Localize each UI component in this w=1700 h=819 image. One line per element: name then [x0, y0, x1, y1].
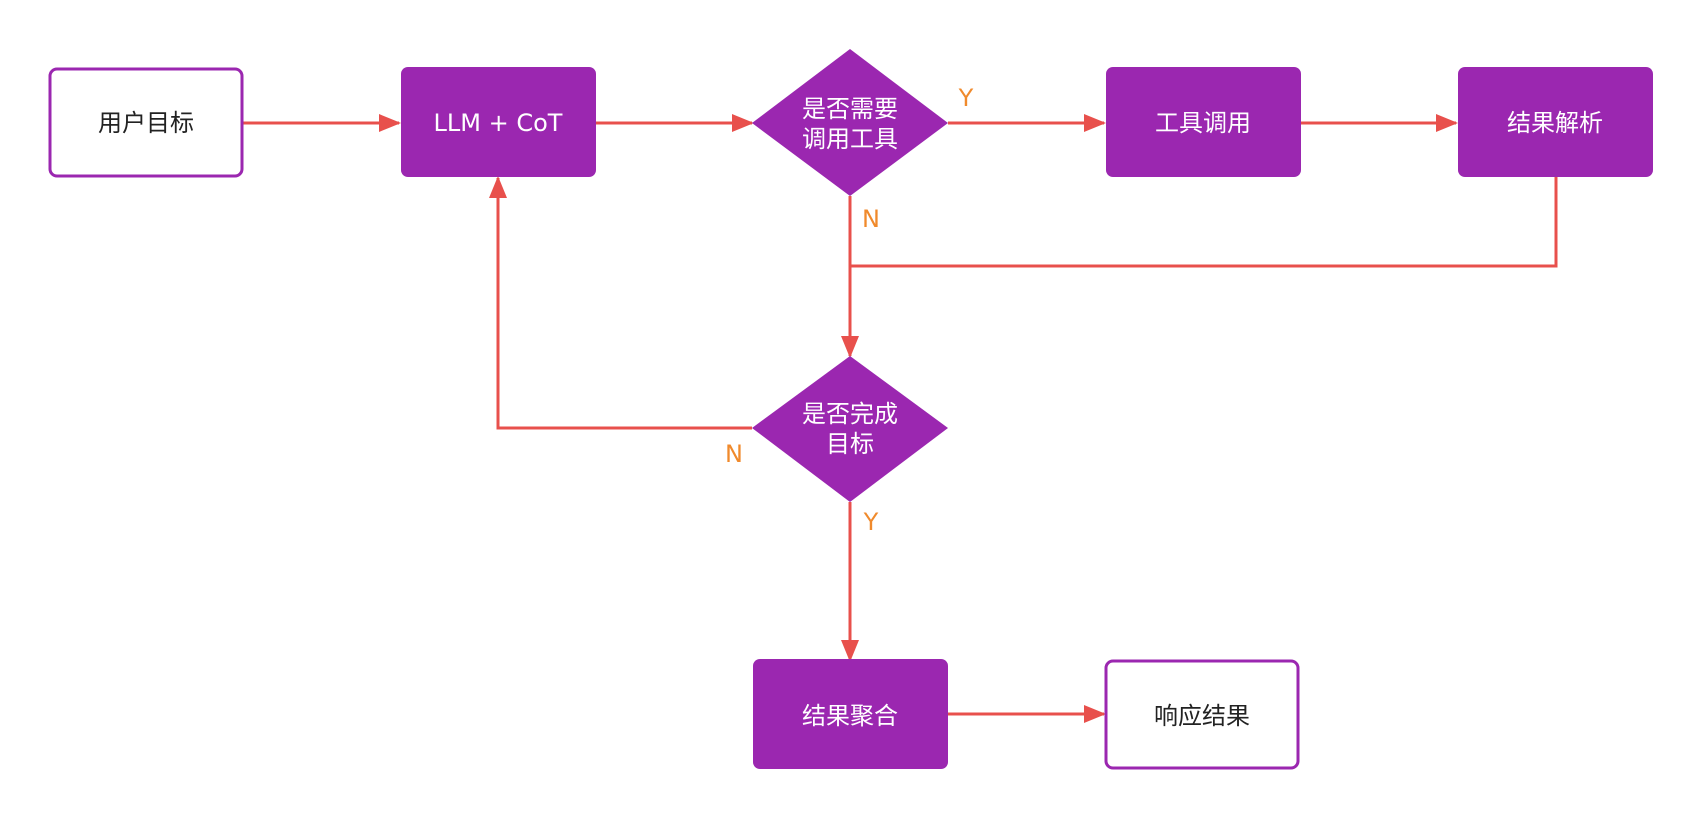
decision-done[interactable]: 是否完成 目标 [752, 356, 948, 502]
decision-done-label-line1: 是否完成 [802, 400, 898, 428]
edge-result-parse-to-merge [850, 177, 1558, 268]
node-response[interactable]: 响应结果 [1104, 659, 1300, 770]
node-llm-cot-label: LLM + CoT [434, 109, 563, 137]
node-tool-call-label: 工具调用 [1155, 109, 1251, 137]
edge-label-need-tool-no: N [862, 205, 880, 233]
edges [243, 114, 1558, 723]
node-user-goal[interactable]: 用户目标 [48, 67, 244, 178]
decision-need-tool[interactable]: 是否需要 调用工具 [752, 49, 948, 196]
decision-need-tool-label-line1: 是否需要 [802, 95, 898, 123]
node-result-parse-label: 结果解析 [1507, 109, 1603, 137]
node-response-label: 响应结果 [1154, 702, 1250, 730]
node-user-goal-label: 用户目标 [98, 109, 194, 137]
decision-done-label-line2: 目标 [826, 430, 874, 458]
decision-need-tool-label-line2: 调用工具 [802, 125, 898, 153]
node-aggregate[interactable]: 结果聚合 [753, 659, 948, 769]
edge-done-to-llm [489, 176, 752, 430]
edge-label-done-no: N [725, 440, 743, 468]
node-result-parse[interactable]: 结果解析 [1458, 67, 1653, 177]
edge-label-need-tool-yes: Y [958, 84, 974, 112]
edge-label-done-yes: Y [863, 508, 879, 536]
node-llm-cot[interactable]: LLM + CoT [401, 67, 596, 177]
node-tool-call[interactable]: 工具调用 [1106, 67, 1301, 177]
node-aggregate-label: 结果聚合 [802, 702, 898, 730]
